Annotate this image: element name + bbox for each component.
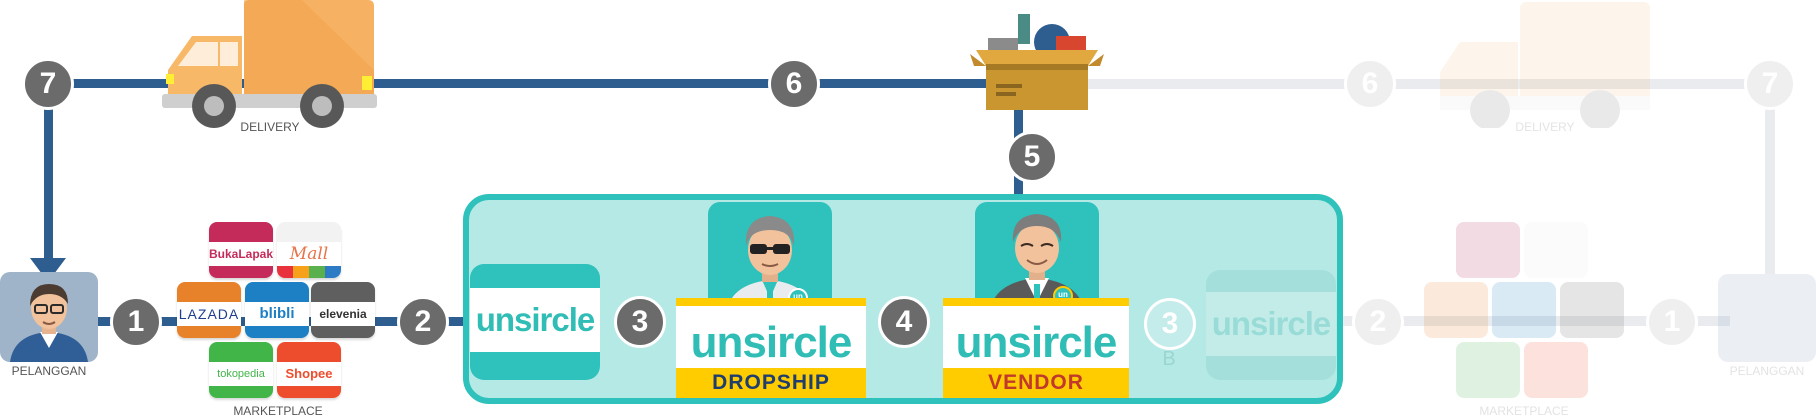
dropship-label: DROPSHIP: [676, 368, 866, 398]
shopee-label: Shopee: [277, 362, 341, 386]
dropship-badge: un: [793, 292, 803, 301]
lazada-logo: LAZADA: [177, 282, 241, 338]
step-3: 3: [614, 296, 666, 348]
ghost-step-2: 2: [1352, 296, 1404, 348]
step-1: 1: [110, 296, 162, 348]
marketplace-caption: MARKETPLACE: [233, 404, 323, 418]
ghost-truck-icon: [1440, 2, 1650, 130]
ghost-step-6: 6: [1344, 58, 1396, 110]
ghost-step-3: 3: [1144, 298, 1196, 350]
vendor-label: VENDOR: [943, 368, 1129, 398]
shopee-logo: Shopee: [277, 342, 341, 398]
flow-line-left-vertical: [44, 84, 53, 264]
ghost-bottom-line: [1130, 316, 1730, 326]
ghost-marketplace-tiles: [1424, 222, 1624, 402]
ghost-delivery-caption: DELIVERY: [1515, 120, 1575, 134]
blibli-logo: blibli: [245, 282, 309, 338]
ghost-step-1: 1: [1646, 296, 1698, 348]
ghost-customer-caption: PELANGGAN: [1729, 364, 1805, 378]
ghost-top-line: [1040, 79, 1770, 89]
ghost-unsircle-card: unsircle: [1206, 270, 1336, 380]
package-box-icon: [970, 14, 1104, 112]
ghost-customer-avatar: [1718, 274, 1816, 362]
customer-avatar: [0, 272, 98, 362]
step-6: 6: [768, 58, 820, 110]
ghost-unsircle-text: unsircle: [1211, 305, 1332, 342]
flow-line-top: [44, 79, 1024, 88]
lazada-label: LAZADA: [177, 302, 241, 326]
matahari-mall-label: Mall: [277, 242, 341, 266]
ghost-step-3-sub: B: [1162, 348, 1176, 370]
vendor-logo-text: unsircle: [955, 318, 1118, 367]
ghost-marketplace-caption: MARKETPLACE: [1479, 404, 1569, 418]
step-5: 5: [1006, 131, 1058, 183]
dropship-avatar: un: [708, 202, 832, 314]
dropship-logo-text: unsircle: [690, 318, 853, 367]
tokopedia-label: tokopedia: [209, 362, 273, 386]
unsircle-logo-text: unsircle: [475, 301, 596, 338]
ghost-step-7: 7: [1744, 58, 1796, 110]
delivery-truck-icon: [162, 0, 377, 130]
step-2: 2: [397, 296, 449, 348]
elevenia-logo: elevenia: [311, 282, 375, 338]
bukalapak-logo: BukaLapak: [209, 222, 273, 278]
vendor-card: unsircle VENDOR: [943, 298, 1129, 398]
delivery-caption: DELIVERY: [240, 120, 300, 134]
dropship-card: unsircle DROPSHIP: [676, 298, 866, 398]
step-4: 4: [878, 296, 930, 348]
matahari-mall-logo: Mall: [277, 222, 341, 278]
vendor-badge: un: [1058, 290, 1068, 299]
tokopedia-logo: tokopedia: [209, 342, 273, 398]
ghost-right-vertical-line: [1765, 84, 1775, 274]
elevenia-label: elevenia: [311, 302, 375, 326]
bukalapak-label: BukaLapak: [209, 242, 273, 266]
step-7: 7: [22, 58, 74, 110]
blibli-label: blibli: [245, 302, 309, 326]
customer-caption: PELANGGAN: [11, 364, 87, 378]
unsircle-card: unsircle: [470, 264, 600, 380]
